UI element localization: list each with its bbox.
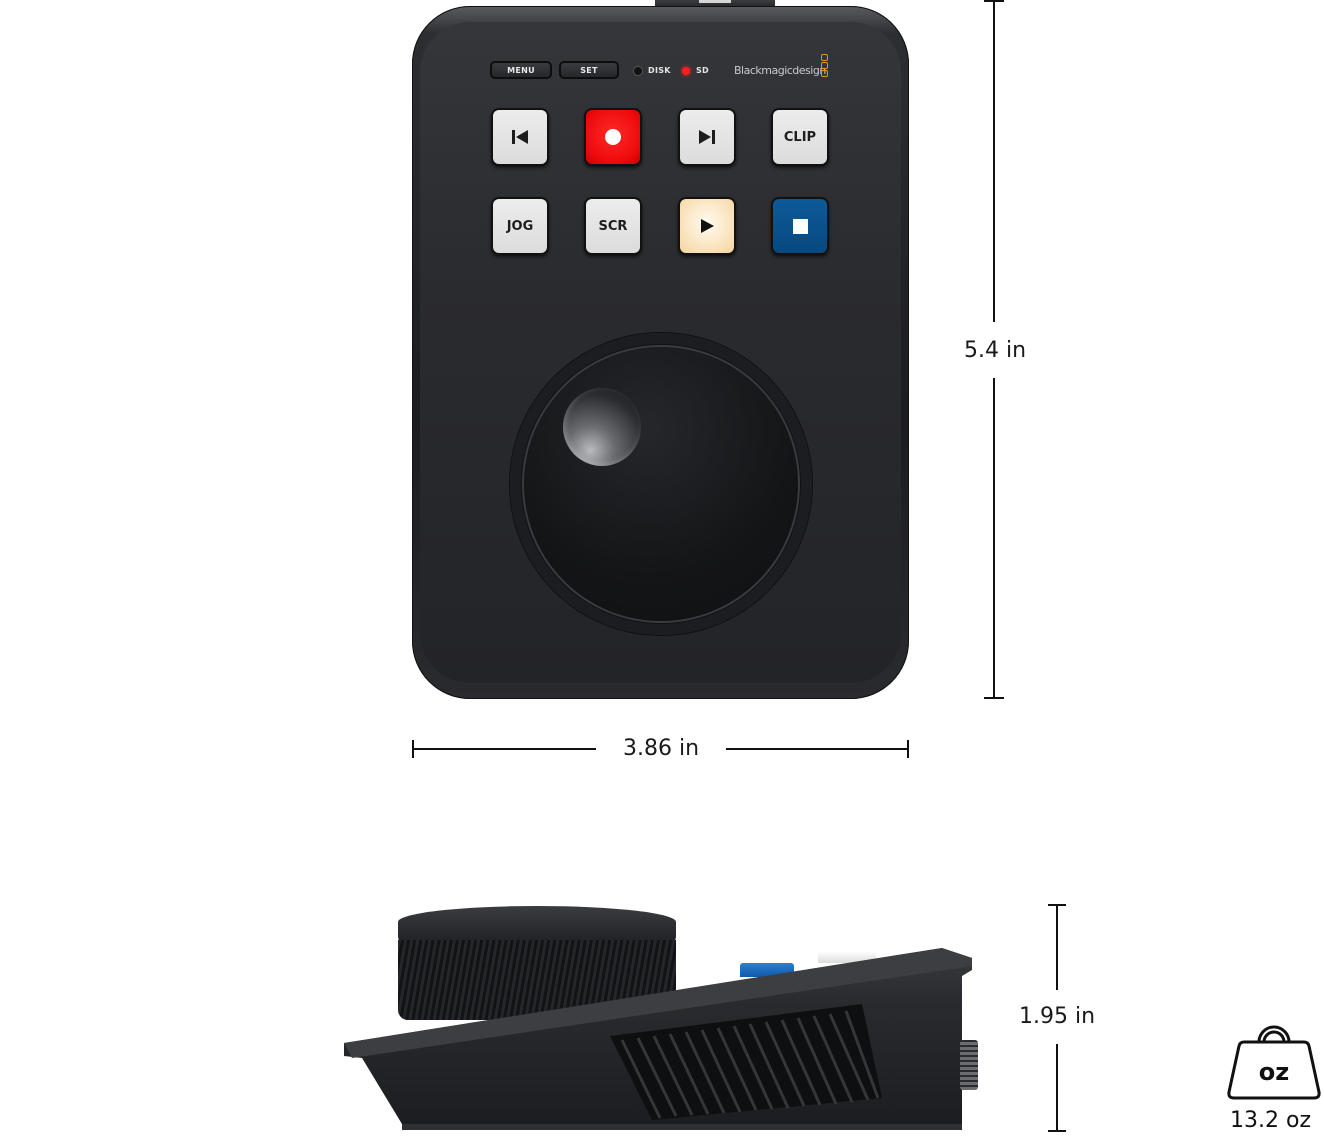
width-dimension-label: 3.86 in (623, 736, 700, 761)
scroll-button[interactable]: SCR (584, 197, 642, 255)
next-clip-button[interactable] (678, 108, 736, 166)
width-dimension-line (412, 748, 596, 750)
usb-connector (655, 0, 775, 8)
side-connector-jack (960, 1040, 978, 1090)
set-button[interactable]: SET (559, 61, 619, 79)
depth-dimension-label: 1.95 in (1019, 1004, 1096, 1029)
width-dimension-line (726, 748, 909, 750)
side-jog-dial-top (398, 906, 676, 946)
depth-dimension-cap-bottom (1048, 1130, 1066, 1132)
weight-icon-label: oz (1258, 1058, 1290, 1086)
device-side-view (344, 948, 972, 1130)
stop-button[interactable] (771, 197, 829, 255)
previous-clip-button[interactable] (491, 108, 549, 166)
jog-button[interactable]: JOG (491, 197, 549, 255)
jog-dial-finger-dimple (563, 388, 641, 466)
clip-label: CLIP (773, 110, 827, 164)
weight-icon (1227, 1025, 1321, 1100)
brand-logo-icon (821, 54, 830, 77)
width-dimension-cap-right (907, 740, 909, 758)
height-dimension-label: 5.4 in (964, 338, 1027, 363)
jog-dial[interactable] (524, 347, 798, 621)
sd-label: SD (696, 66, 710, 75)
scroll-label: SCR (586, 199, 640, 253)
depth-dimension-line (1056, 904, 1058, 990)
sd-led-icon (682, 67, 690, 75)
clip-button[interactable]: CLIP (771, 108, 829, 166)
skip-forward-icon (699, 130, 715, 144)
menu-button[interactable]: MENU (490, 61, 552, 79)
depth-dimension-line (1056, 1044, 1058, 1132)
record-button[interactable] (584, 108, 642, 166)
height-dimension-line (993, 0, 995, 322)
disk-led-icon (634, 67, 642, 75)
play-icon (701, 219, 714, 233)
side-stop-button (740, 963, 794, 977)
skip-back-icon (512, 130, 528, 144)
play-button[interactable] (678, 197, 736, 255)
record-icon (605, 129, 621, 145)
brand-logo-text: Blackmagicdesign (734, 64, 826, 77)
side-play-button (818, 951, 876, 963)
disk-label: DISK (648, 66, 671, 75)
jog-label: JOG (493, 199, 547, 253)
height-dimension-line (993, 378, 995, 698)
stop-icon (792, 218, 808, 234)
height-dimension-cap-bottom (984, 697, 1004, 699)
weight-value: 13.2 oz (1230, 1108, 1311, 1133)
